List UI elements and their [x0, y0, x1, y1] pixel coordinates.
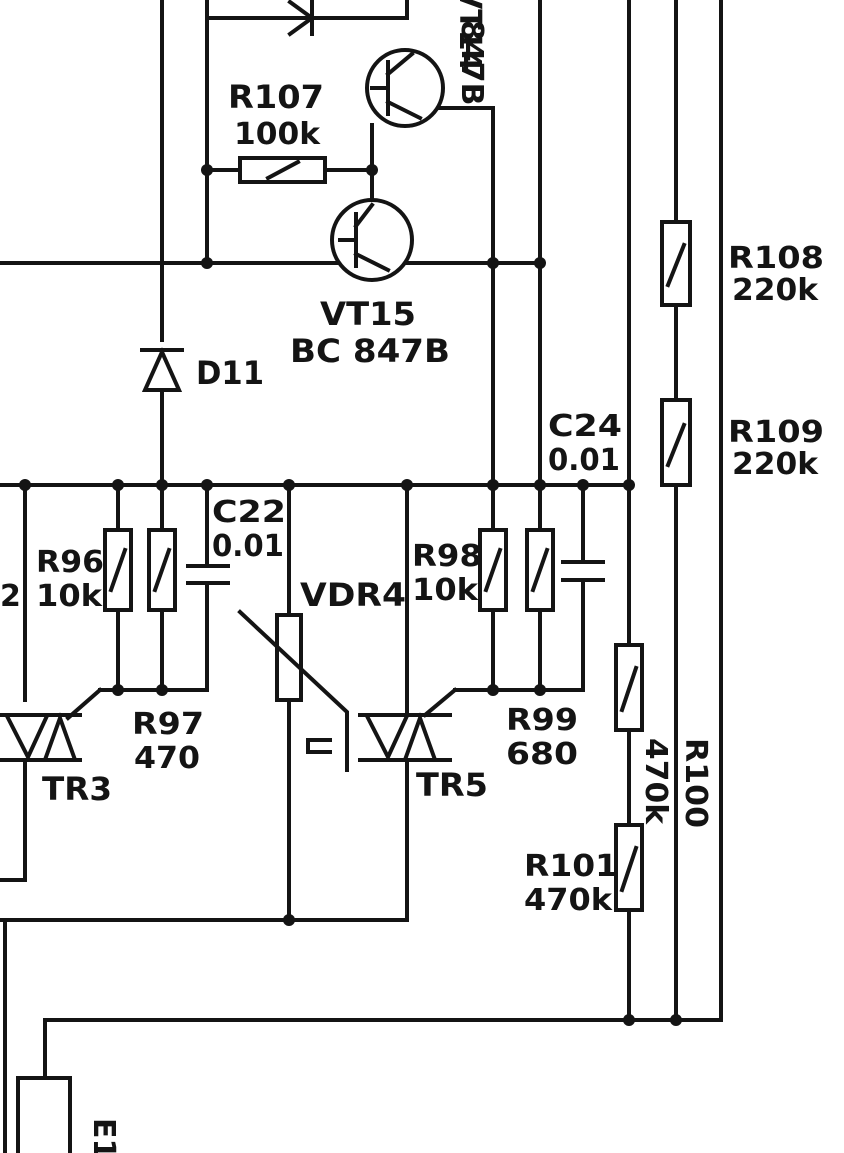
- c24-value-label: 0.01: [548, 443, 620, 478]
- top-diode-symbol: [287, 0, 316, 37]
- e1-connector-symbol: [16, 1076, 72, 1153]
- vt14-transistor-symbol: [365, 48, 445, 128]
- tr3-label: TR3: [42, 770, 112, 808]
- wires: [0, 0, 723, 1153]
- r98-name-label: R98: [412, 539, 482, 574]
- c22-capacitor-symbol: [186, 564, 230, 585]
- c22-value-label: 0.01: [212, 529, 284, 564]
- junction-dots: [19, 164, 682, 1026]
- tr5-triac-symbol: [358, 712, 452, 762]
- vt15-type-label: BC 847B: [290, 332, 450, 370]
- r99-value-label: 680: [506, 737, 578, 772]
- r108-name-label: R108: [728, 241, 824, 276]
- r100-name-label: R100: [678, 738, 713, 828]
- vt14-name-label: VT14: [452, 0, 487, 71]
- tr5-label: TR5: [416, 766, 488, 804]
- vdr4-varistor-symbol: [237, 609, 349, 772]
- tr3-triac-symbol: [0, 712, 82, 762]
- r97-name-label: R97: [132, 707, 204, 742]
- d11-diode-symbol: [140, 347, 184, 392]
- r96-value-label: 10k: [36, 579, 103, 614]
- r100-value-label: 470k: [638, 738, 673, 825]
- r99-name-label: R99: [506, 703, 578, 738]
- r101-name-label: R101: [524, 849, 618, 884]
- r108-resistor-symbol: [660, 220, 692, 307]
- vdr4-label: VDR4: [300, 576, 406, 614]
- cut-left-label: 2: [0, 579, 21, 614]
- tr5-gate-bracket: [306, 738, 332, 754]
- c24-name-label: C24: [548, 409, 622, 444]
- vt15-transistor-symbol: [330, 198, 414, 282]
- r107-value-label: 100k: [234, 117, 321, 152]
- r108-value-label: 220k: [732, 273, 819, 308]
- r98-value-label: 10k: [412, 573, 479, 608]
- d11-label: D11: [196, 354, 264, 392]
- vt15-name-label: VT15: [320, 295, 416, 333]
- r101-resistor-symbol: [614, 823, 644, 912]
- vt14-type-label: 847B: [454, 20, 489, 106]
- r97-value-label: 470: [134, 741, 200, 776]
- c22-name-label: C22: [212, 495, 286, 530]
- r109-value-label: 220k: [732, 447, 819, 482]
- r107-name-label: R107: [228, 78, 324, 116]
- r101-value-label: 470k: [524, 883, 613, 918]
- r109-name-label: R109: [728, 415, 824, 450]
- e1-label: E1: [86, 1118, 121, 1153]
- r96-name-label: R96: [36, 545, 104, 580]
- c24-capacitor-symbol: [561, 560, 605, 582]
